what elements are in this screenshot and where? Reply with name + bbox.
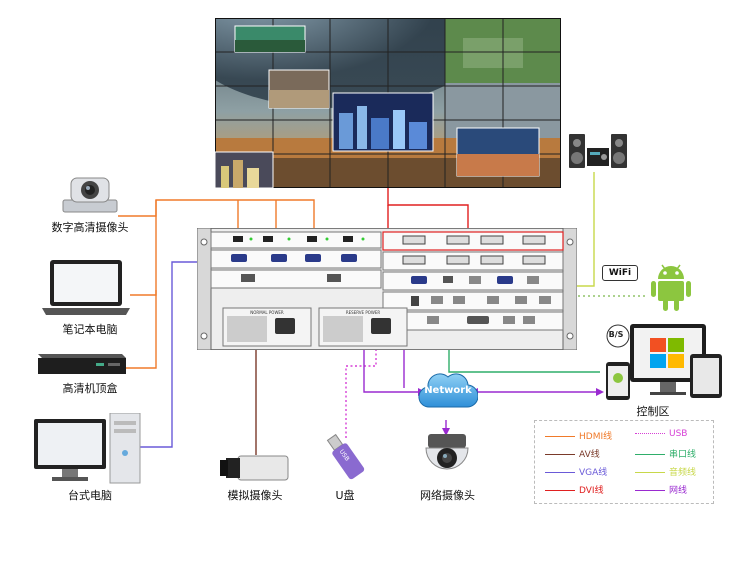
vga-input-card [210, 249, 382, 269]
video-wall [215, 18, 561, 188]
hdmi-cables [118, 199, 315, 369]
serial-card [382, 311, 564, 331]
legend-item-label: 网线 [669, 486, 688, 496]
legend-swatch [635, 433, 665, 434]
hdmi-input-card [210, 231, 382, 249]
vga-cable [138, 261, 206, 448]
control-area-label: 控制区 [636, 405, 670, 418]
desktop-pc-icon [34, 413, 141, 484]
legend-item-label: 音频线 [669, 468, 697, 478]
legend-item: USB [635, 429, 687, 439]
laptop-icon [42, 260, 130, 315]
legend-swatch [635, 490, 665, 491]
psu-right-label: RESERVE POWER [346, 310, 381, 315]
legend-item-label: VGA线 [579, 468, 608, 478]
legend-item-label: AV线 [579, 450, 600, 460]
legend-swatch [635, 472, 665, 473]
desktop-pc-label: 台式电脑 [68, 489, 112, 502]
legend-swatch [545, 436, 575, 437]
network-camera-label: 网络摄像头 [420, 489, 475, 502]
legend-item: VGA线 [545, 465, 607, 478]
legend-item: HDMI线 [545, 429, 612, 442]
usb-drive-icon [326, 433, 365, 480]
android-icon [651, 264, 691, 311]
matrix-chassis: NORMAL POWER RESERVE POWER [197, 228, 577, 350]
psu-left-label: NORMAL POWER [250, 310, 284, 315]
hd-camera-icon [62, 177, 118, 213]
network-card [382, 291, 564, 311]
dvi-output-card [382, 231, 564, 251]
legend-item: AV线 [545, 447, 600, 460]
set-top-box-icon [38, 354, 126, 374]
legend-item-label: DVI线 [579, 486, 604, 496]
legend-item: DVI线 [545, 483, 604, 496]
legend-item: 音频线 [635, 465, 696, 478]
legend-item-label: USB [669, 429, 688, 439]
av-input-card [210, 269, 382, 289]
hd-camera-label: 数字高清摄像头 [51, 221, 129, 234]
legend: HDMI线 USB AV线 串口线 VGA线 音频线 DVI线 网线 [534, 420, 714, 504]
legend-swatch [635, 454, 665, 455]
psu-right [318, 307, 408, 347]
legend-swatch [545, 454, 575, 455]
legend-item: 串口线 [635, 447, 696, 460]
psu-left [222, 307, 312, 347]
laptop-label: 笔记本电脑 [62, 323, 118, 336]
legend-swatch [545, 472, 575, 473]
legend-item-label: HDMI线 [579, 432, 613, 442]
legend-swatch [545, 490, 575, 491]
analog-camera-icon [220, 455, 289, 481]
speaker-system-icon [569, 134, 627, 168]
network-hub-label: Network [424, 385, 472, 396]
dvi-output-card-2 [382, 251, 564, 271]
legend-item-label: 串口线 [669, 450, 697, 460]
network-camera-icon [425, 434, 469, 470]
usb-cable [345, 310, 377, 438]
analog-camera-label: 模拟摄像头 [227, 489, 283, 502]
wifi-badge: WiFi [602, 265, 638, 281]
network-cloud-icon [418, 373, 478, 408]
legend-item: 网线 [635, 483, 687, 496]
usb-drive-label: U盘 [335, 489, 355, 502]
control-card [382, 271, 564, 291]
bs-badge: B/S [608, 330, 624, 339]
set-top-box-label: 高清机顶盒 [62, 382, 118, 395]
control-area-devices [606, 324, 722, 400]
